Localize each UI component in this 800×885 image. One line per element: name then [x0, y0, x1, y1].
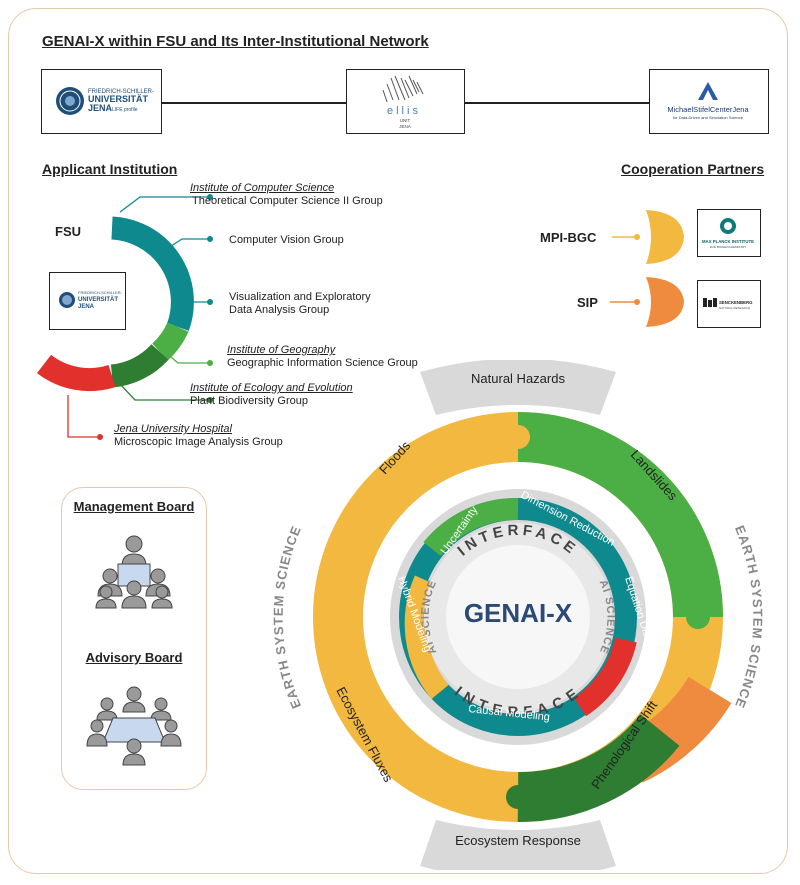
senckenberg-logo-box: SENCKENBERG NATURAL RESEARCH: [697, 280, 761, 328]
stifel-logo: MichaelStifelCenterJena for Data-Driven …: [667, 82, 749, 120]
stifel-logo-box: MichaelStifelCenterJena for Data-Driven …: [649, 69, 769, 134]
svg-text:MAX PLANCK INSTITUTE: MAX PLANCK INSTITUTE: [702, 239, 754, 244]
jena-logo-line1: FRIEDRICH-SCHILLER-: [88, 89, 154, 95]
ellis-logo-box: ellis UNIT JENA: [346, 69, 465, 134]
boards-panel: [61, 487, 207, 790]
group-microscopic-image: Jena University Hospital Microscopic Ima…: [114, 423, 283, 448]
group-computer-vision: Computer Vision Group: [229, 234, 344, 246]
ai-science-left-label: AI SCIENCE: [420, 578, 440, 656]
tab-ecosystem-response-label: Ecosystem Response: [455, 833, 581, 848]
connector-line: [465, 102, 649, 104]
partner-mpi-bgc: MPI-BGC: [540, 230, 597, 245]
senckenberg-logo: SENCKENBERG NATURAL RESEARCH: [703, 298, 753, 310]
mpi-arc: [646, 210, 684, 264]
management-board-icon: [95, 535, 173, 609]
advisory-board-icon: [86, 686, 182, 766]
svg-text:SENCKENBERG: SENCKENBERG: [719, 300, 753, 305]
jena-logo-box: FRIEDRICH-SCHILLER- UNIVERSITÄT JENA LIF…: [41, 69, 162, 134]
jena-logo-line2: UNIVERSITÄT: [88, 94, 149, 104]
sip-arc: [646, 277, 684, 327]
connector-line: [162, 102, 346, 104]
advisory-board-title: Advisory Board: [85, 650, 183, 665]
fsu-label: FSU: [55, 224, 81, 239]
stifel-name: MichaelStifelCenterJena: [667, 105, 749, 114]
inner-ring-equation: [573, 637, 637, 717]
group-plant-biodiversity: Institute of Ecology and Evolution Plant…: [190, 382, 353, 407]
mpi-logo: MAX PLANCK INSTITUTE FOR BIOGEOCHEMISTRY: [702, 218, 754, 249]
ellis-word: ellis: [387, 105, 421, 117]
inner-ring-uncertainty: [423, 498, 519, 557]
management-board-title: Management Board: [73, 499, 195, 514]
applicant-heading: Applicant Institution: [42, 161, 178, 177]
page-title: GENAI-X within FSU and Its Inter-Institu…: [42, 33, 429, 50]
earth-science-left-label: EARTH SYSTEM SCIENCE: [271, 523, 304, 711]
ellis-jena: JENA: [399, 124, 411, 129]
genai-x-diagram: GENAI-X INTERFACE INTERFACE EARTH SYSTEM…: [271, 360, 765, 870]
group-giscience: Institute of Geography Geographic Inform…: [227, 344, 418, 369]
ellis-logo: ellis UNIT JENA: [382, 75, 424, 129]
svg-text:UNIVERSITÄT: UNIVERSITÄT: [78, 296, 118, 303]
svg-text:FOR BIOGEOCHEMISTRY: FOR BIOGEOCHEMISTRY: [710, 245, 747, 249]
jena-logo-line3: JENA: [88, 103, 113, 113]
tab-natural-hazards-label: Natural Hazards: [471, 371, 565, 386]
mpi-logo-box: MAX PLANCK INSTITUTE FOR BIOGEOCHEMISTRY: [697, 209, 761, 257]
tab-natural-hazards: [420, 360, 616, 415]
outer-ring-landslides: [517, 412, 723, 618]
inner-ring-hybrid: [404, 575, 449, 699]
group-visualization: Visualization and Exploratory Data Analy…: [229, 291, 371, 316]
fsu-arc: [36, 194, 213, 440]
jena-university-logo: FRIEDRICH-SCHILLER- UNIVERSITÄT JENA: [59, 290, 123, 310]
cooperation-graphic: [610, 210, 684, 327]
center-title: GENAI-X: [464, 598, 573, 628]
group-theoretical-cs: Institute of Computer Science Theoretica…: [190, 182, 383, 207]
svg-text:JENA: JENA: [78, 304, 95, 310]
stifel-sub: for Data-Driven and Simulation Science: [673, 115, 744, 120]
arc-seg-ecology: [110, 343, 169, 388]
svg-text:FRIEDRICH-SCHILLER-: FRIEDRICH-SCHILLER-: [78, 290, 123, 295]
jena-logo-sub: LIFE profile: [112, 107, 138, 113]
partner-sip: SIP: [577, 295, 598, 310]
arc-seg-computer-science: [111, 216, 194, 331]
outer-ring-ecosystem-green: [517, 713, 680, 823]
tab-ecosystem-response: [420, 820, 616, 870]
svg-text:NATURAL RESEARCH: NATURAL RESEARCH: [719, 306, 750, 310]
fsu-logo-box: FRIEDRICH-SCHILLER- UNIVERSITÄT JENA: [49, 272, 126, 330]
arc-seg-hospital: [36, 354, 116, 391]
center-disk: [446, 545, 590, 689]
jena-university-logo: FRIEDRICH-SCHILLER- UNIVERSITÄT JENA LIF…: [56, 87, 154, 115]
outer-frame: [8, 8, 788, 874]
ellis-unit: UNIT: [400, 118, 411, 123]
cooperation-heading: Cooperation Partners: [621, 161, 765, 177]
arc-seg-geography: [151, 321, 189, 361]
earth-science-right-label: EARTH SYSTEM SCIENCE: [732, 523, 765, 711]
